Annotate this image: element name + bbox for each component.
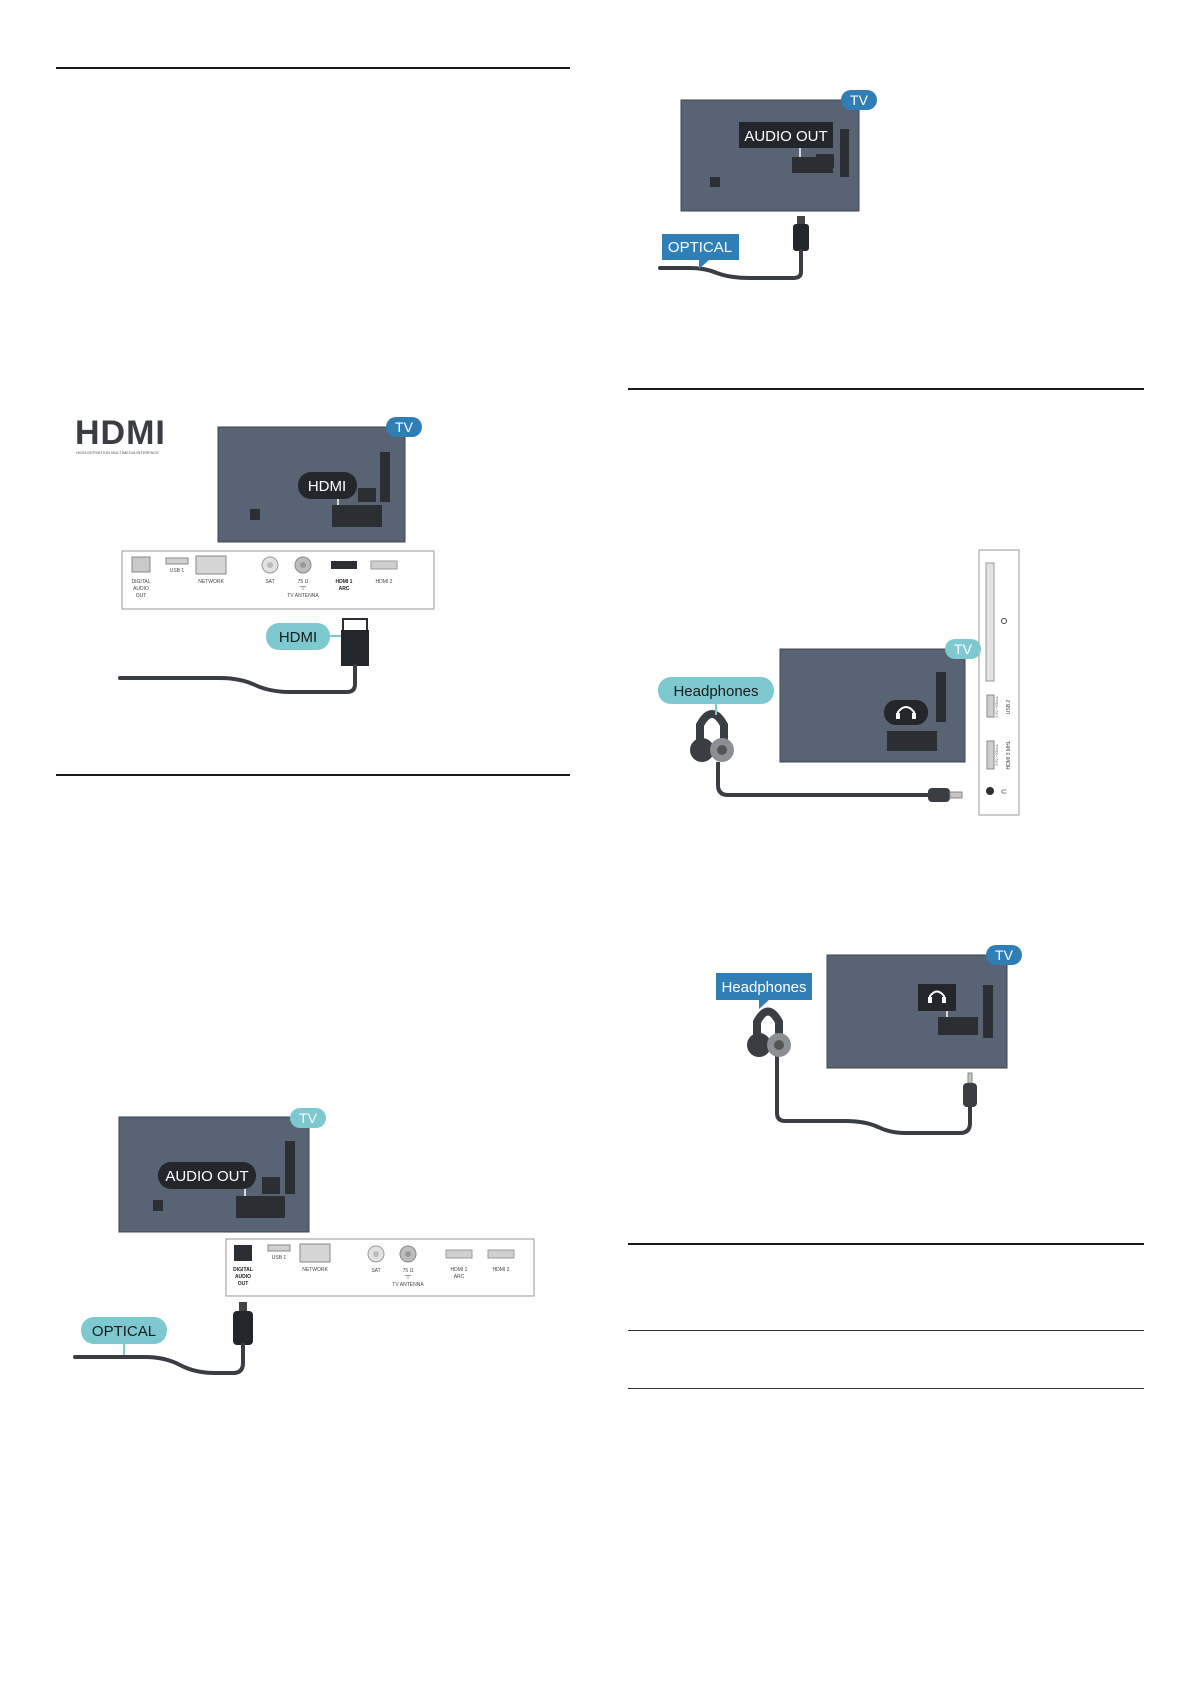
section-rule-2 — [56, 774, 570, 776]
svg-text:75 Ω: 75 Ω — [403, 1268, 414, 1274]
headphones-label: Headphones — [658, 677, 774, 715]
optical-port — [131, 556, 151, 573]
svg-text:TV: TV — [395, 419, 414, 435]
headphone-jack — [986, 787, 994, 795]
hdmi-label-teal: HDMI — [266, 623, 341, 650]
tv-badge: TV — [386, 417, 422, 437]
svg-text:TV: TV — [299, 1110, 318, 1126]
optical-plug — [797, 216, 805, 225]
usb1-port — [165, 557, 189, 565]
svg-text:USB 1: USB 1 — [170, 568, 185, 574]
headphone-icon-badge — [884, 700, 928, 725]
tv-badge: TV — [945, 639, 981, 659]
svg-text:USB 1: USB 1 — [272, 1255, 287, 1261]
headphone-plug — [928, 788, 950, 802]
section-rule-1 — [56, 67, 570, 69]
svg-text:OPTICAL: OPTICAL — [92, 1323, 156, 1340]
tv-small-port — [250, 509, 260, 520]
tv-panel — [826, 954, 1008, 1069]
headphone-plug — [963, 1083, 977, 1107]
svg-text:NETWORK: NETWORK — [198, 579, 224, 585]
network-port — [195, 555, 227, 575]
svg-text:"T": "T" — [405, 1275, 412, 1281]
optical-port — [234, 1245, 252, 1261]
side-connector-panel — [978, 549, 1020, 816]
svg-text:TV ANTENNA: TV ANTENNA — [287, 593, 319, 599]
headphone-icon-badge — [918, 984, 956, 1011]
svg-text:ARC: ARC — [339, 586, 350, 592]
svg-text:OUT: OUT — [238, 1281, 249, 1287]
digital-audio-out-label-2: AUDIO — [133, 586, 149, 592]
svg-text:DIGITAL: DIGITAL — [233, 1267, 253, 1273]
svg-text:AUDIO OUT: AUDIO OUT — [744, 128, 827, 145]
usb2-label: USB 2 — [1006, 700, 1012, 715]
digital-audio-out-label-3: OUT — [136, 593, 147, 599]
hdmi2-port — [370, 560, 398, 570]
svg-text:5.0V / 500mA: 5.0V / 500mA — [995, 696, 999, 718]
hdmi-label-dark: HDMI — [298, 472, 357, 499]
headphones-icon — [747, 1007, 791, 1057]
optical-label: OPTICAL — [81, 1317, 167, 1355]
svg-text:TV ANTENNA: TV ANTENNA — [392, 1282, 424, 1288]
svg-text:5.0V / 900mA: 5.0V / 900mA — [995, 744, 999, 766]
svg-text:AUDIO: AUDIO — [235, 1274, 251, 1280]
svg-text:SAT: SAT — [371, 1268, 380, 1274]
svg-text:HIGH-DEFINITION MULTIMEDIA INT: HIGH-DEFINITION MULTIMEDIA INTERFACE — [76, 450, 159, 455]
optical-connection-illustration-left: TV AUDIO OUT DIGITAL AUDIO OUT USB 1 NET… — [73, 1108, 535, 1375]
section-rule-5 — [628, 1330, 1144, 1331]
hdmi-plug — [342, 618, 368, 632]
svg-text:HDMI: HDMI — [308, 478, 346, 495]
headphones-cable — [716, 762, 930, 797]
tv-badge: TV — [841, 90, 877, 110]
svg-text:NETWORK: NETWORK — [302, 1267, 328, 1273]
optical-connection-illustration-right: TV AUDIO OUT OPTICAL — [658, 90, 877, 280]
optical-plug — [239, 1302, 247, 1312]
svg-text:HDMI: HDMI — [75, 414, 166, 452]
digital-audio-out-label-1: DIGITAL — [131, 579, 150, 585]
svg-text:Headphones: Headphones — [673, 683, 758, 700]
svg-text:⊂: ⊂ — [1001, 787, 1008, 796]
hdmi-connection-illustration: HDMI HIGH-DEFINITION MULTIMEDIA INTERFAC… — [75, 414, 435, 694]
hdmi3-mhl-label: HDMI 3 MHL — [1006, 740, 1012, 769]
optical-cable — [73, 1343, 245, 1375]
hdmi-logo: HDMI HIGH-DEFINITION MULTIMEDIA INTERFAC… — [75, 414, 166, 455]
optical-label: OPTICAL — [662, 234, 739, 269]
svg-text:TV: TV — [850, 92, 869, 108]
svg-text:AUDIO OUT: AUDIO OUT — [165, 1168, 248, 1185]
headphones-back-connection-illustration: TV Headphones — [716, 945, 1022, 1135]
svg-text:HDMI: HDMI — [279, 629, 317, 646]
section-rule-4 — [628, 1243, 1144, 1245]
svg-text:HDMI 1: HDMI 1 — [336, 579, 353, 585]
section-rule-6 — [628, 1388, 1144, 1389]
tv-port-small — [358, 488, 376, 502]
hdmi1-port — [331, 561, 357, 569]
tv-port-block — [332, 505, 382, 527]
optical-cable — [658, 249, 803, 280]
svg-text:75 Ω: 75 Ω — [298, 579, 309, 585]
headphones-icon — [690, 710, 734, 762]
svg-text:HDMI 1: HDMI 1 — [451, 1267, 468, 1273]
tv-port-stick — [380, 452, 390, 502]
audio-out-label: AUDIO OUT — [739, 122, 833, 148]
svg-text:HDMI 2: HDMI 2 — [376, 579, 393, 585]
svg-text:ARC: ARC — [454, 1274, 465, 1280]
hdmi-cable — [118, 664, 357, 694]
svg-text:TV: TV — [954, 641, 973, 657]
svg-text:HDMI 2: HDMI 2 — [493, 1267, 510, 1273]
svg-text:TV: TV — [995, 947, 1014, 963]
headphones-label: Headphones — [716, 973, 812, 1009]
svg-text:SAT: SAT — [265, 579, 274, 585]
svg-text:Headphones: Headphones — [721, 979, 806, 996]
tv-badge: TV — [290, 1108, 326, 1128]
headphones-cable — [775, 1045, 972, 1135]
audio-out-label: AUDIO OUT — [158, 1162, 256, 1189]
svg-text:"T": "T" — [300, 586, 307, 592]
tv-badge: TV — [986, 945, 1022, 965]
svg-text:OPTICAL: OPTICAL — [668, 239, 732, 256]
section-rule-3 — [628, 388, 1144, 390]
headphones-side-connection-illustration: USB 2 5.0V / 500mA HDMI 3 MHL 5.0V / 900… — [658, 549, 1020, 816]
